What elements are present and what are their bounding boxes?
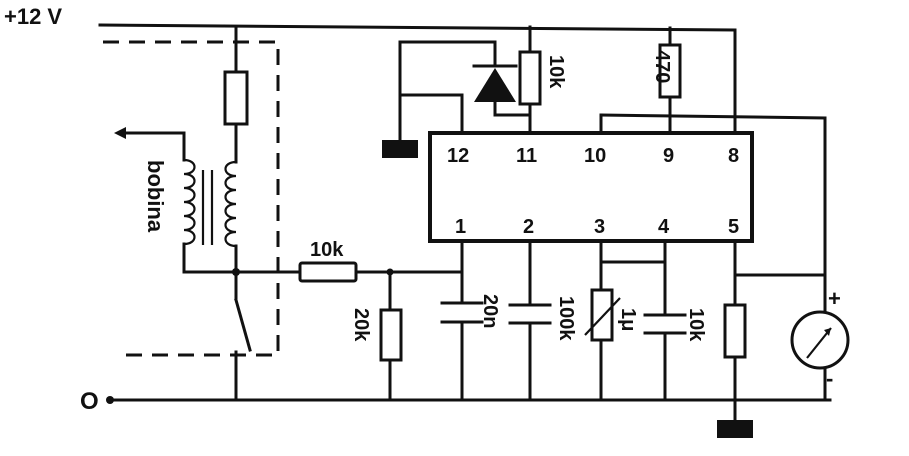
label-r-470: 470 xyxy=(651,50,673,83)
capacitor-20n xyxy=(442,303,482,322)
pin-10: 10 xyxy=(584,145,606,167)
label-r-series: 10k xyxy=(310,239,344,261)
diode xyxy=(474,68,516,102)
resistor-10k-pin5 xyxy=(723,303,747,359)
ignition-module-outline xyxy=(103,40,280,357)
supply-rail xyxy=(98,23,737,32)
resistor-20k xyxy=(379,308,403,362)
pin-8: 8 xyxy=(728,145,739,167)
coil-resistor xyxy=(223,70,249,126)
label-c-20n: 20n xyxy=(479,294,501,328)
meter-minus: - xyxy=(826,366,833,391)
pin-3: 3 xyxy=(594,216,605,238)
resistor-10k-series xyxy=(298,261,358,283)
meter-plus: + xyxy=(828,286,841,311)
coil-primary xyxy=(183,158,196,246)
resistor-10k-pin11 xyxy=(518,50,542,106)
label-r-pin11: 10k xyxy=(545,55,567,89)
ground-symbol-bottom xyxy=(717,420,753,438)
supply-label: +12 V xyxy=(4,4,62,29)
breaker-switch xyxy=(234,298,252,352)
ground-terminal xyxy=(106,396,114,404)
potentiometer-100k xyxy=(590,288,614,342)
label-r-shunt: 20k xyxy=(350,308,372,342)
pin-5: 5 xyxy=(728,216,739,238)
ic-chip xyxy=(428,131,754,243)
pin-2: 2 xyxy=(523,216,534,238)
label-r-pin5: 10k xyxy=(685,308,707,342)
pin-4: 4 xyxy=(658,216,670,238)
pin-9: 9 xyxy=(663,145,674,167)
ground-symbol-top xyxy=(382,140,418,158)
pin-1: 1 xyxy=(455,216,466,238)
coil-label: bobina xyxy=(143,160,168,233)
label-c-1u: 1μ xyxy=(617,308,639,331)
pin-11: 11 xyxy=(516,145,537,167)
coil-output-arrow xyxy=(114,127,126,139)
label-pot: 100k xyxy=(555,296,577,341)
ground-label: O xyxy=(80,388,99,415)
coil-secondary xyxy=(224,160,237,248)
pin-12: 12 xyxy=(447,145,469,167)
